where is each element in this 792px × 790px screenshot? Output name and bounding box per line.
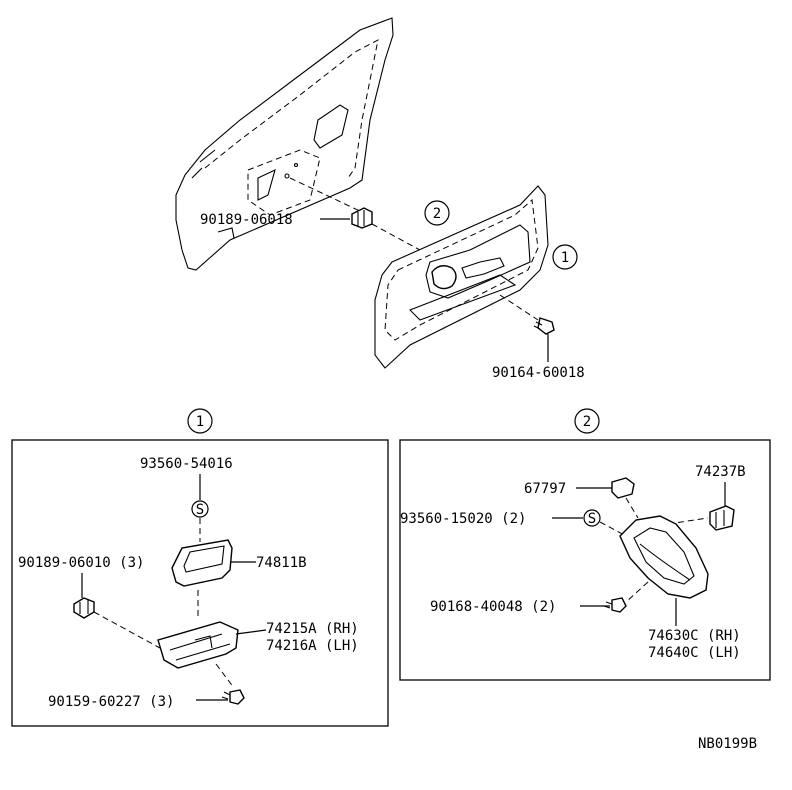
label-trim-screw: 90164-60018 — [492, 365, 585, 381]
svg-text:2: 2 — [433, 206, 441, 222]
label-panel1-bezel: 74811B — [256, 555, 307, 571]
label-panel2-bezel-lh: 74640C (LH) — [648, 645, 741, 661]
panel1-clip-part — [73, 597, 95, 619]
door-inner-panel — [175, 17, 394, 271]
callout-1-panel: 1 — [187, 408, 213, 434]
svg-text:1: 1 — [196, 414, 204, 430]
switch-bezel-part — [171, 539, 233, 587]
svg-text:S: S — [196, 502, 204, 518]
svg-text:1: 1 — [561, 250, 569, 266]
label-panel2-retainer: 67797 — [524, 481, 566, 497]
callout-1-top: 1 — [552, 244, 578, 270]
door-trim-board — [374, 185, 549, 369]
trim-screw-part — [533, 317, 555, 335]
label-panel2-clip: 74237B — [695, 464, 746, 480]
inside-handle-bezel-part — [619, 515, 709, 599]
callout-2-top: 2 — [424, 200, 450, 226]
label-panel1-clip: 90189-06010 (3) — [18, 555, 144, 571]
drawing-code: NB0199B — [698, 736, 757, 752]
door-clip-part — [351, 207, 373, 229]
panel2-cap-s-part: S — [583, 509, 601, 527]
label-panel2-screw: 90168-40048 (2) — [430, 599, 556, 615]
callout-2-panel: 2 — [574, 408, 600, 434]
svg-text:S: S — [588, 511, 596, 527]
panel2-clip-part — [709, 505, 735, 531]
label-panel1-screw: 90159-60227 (3) — [48, 694, 174, 710]
panel1-screw-part — [221, 689, 245, 705]
cap-s-part: S — [191, 500, 209, 518]
svg-text:2: 2 — [583, 414, 591, 430]
label-door-clip: 90189-06018 — [200, 212, 293, 228]
panel-2-frame — [399, 439, 771, 681]
label-panel2-cap: 93560-15020 (2) — [400, 511, 526, 527]
panel2-screw-part — [603, 597, 627, 613]
label-panel1-bracket-lh: 74216A (LH) — [266, 638, 359, 654]
panel-1-frame — [11, 439, 389, 727]
label-panel2-bezel-rh: 74630C (RH) — [648, 628, 741, 644]
label-panel1-cap: 93560-54016 — [140, 456, 233, 472]
retainer-part — [611, 477, 635, 499]
label-panel1-bracket-rh: 74215A (RH) — [266, 621, 359, 637]
switch-bracket-part — [157, 621, 239, 669]
